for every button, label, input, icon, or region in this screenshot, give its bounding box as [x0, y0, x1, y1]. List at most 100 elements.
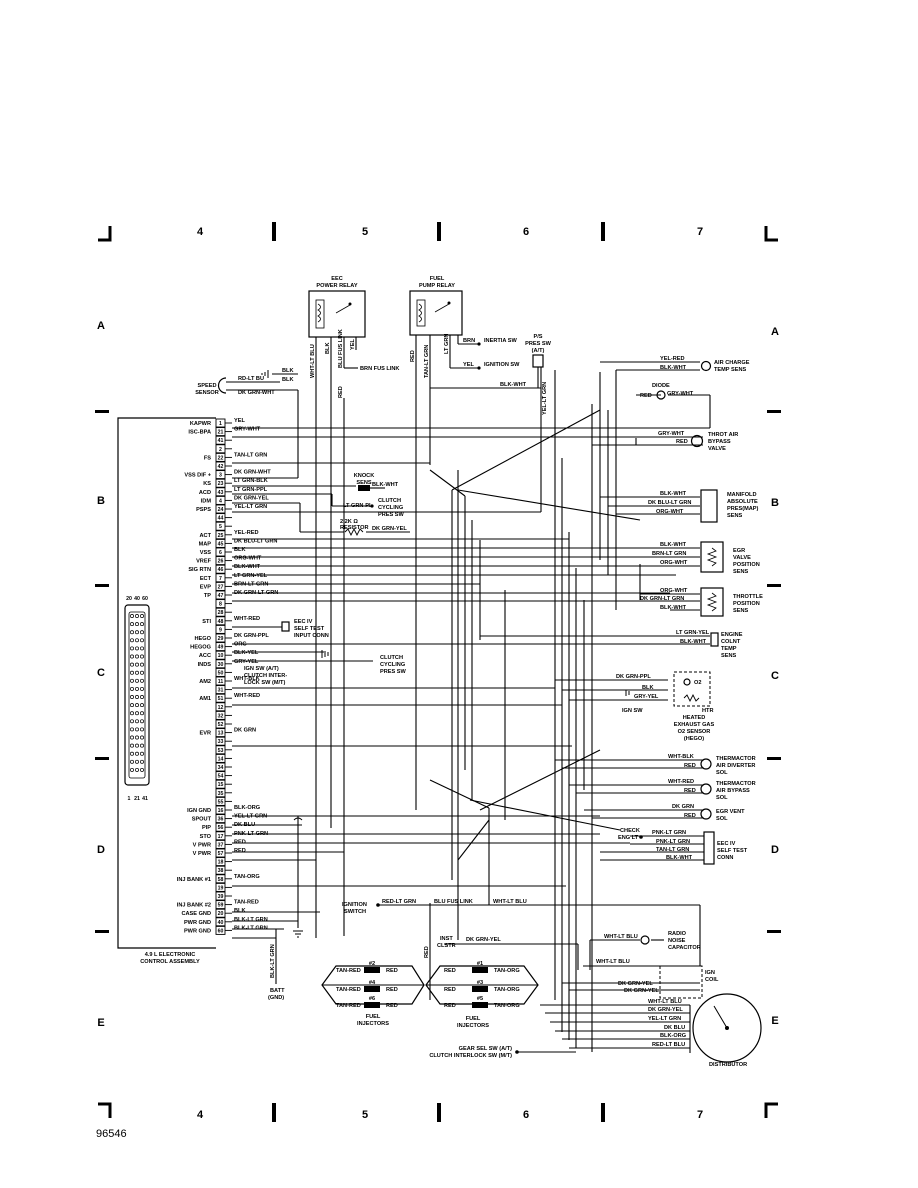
svg-text:P/S: P/S: [533, 334, 542, 340]
injector-label: #3: [477, 980, 483, 986]
svg-text:RED-LT BLU: RED-LT BLU: [652, 1042, 685, 1048]
ecu-terminal-name: ISC-BPA: [188, 430, 211, 436]
svg-text:2.2K Ω: 2.2K Ω: [340, 519, 358, 525]
col-label: 5: [362, 1109, 368, 1121]
svg-text:CYCLING: CYCLING: [380, 662, 405, 668]
ecu-terminal-number: 27: [218, 584, 224, 590]
svg-text:SENSOR: SENSOR: [195, 390, 219, 396]
ecu-terminal-number: 35: [218, 791, 224, 797]
svg-text:CONN: CONN: [717, 855, 733, 861]
svg-text:ENGINE: ENGINE: [721, 632, 743, 638]
fuel-relay-label: FUEL: [430, 276, 445, 282]
connector-pin-icon: [130, 622, 134, 627]
ecu-terminal-name: ECT: [200, 576, 212, 582]
ecu-terminal-name: TP: [204, 593, 211, 599]
ecu-terminal-number: 15: [218, 782, 224, 788]
svg-text:FUEL: FUEL: [466, 1016, 481, 1022]
connector-pin-icon: [135, 686, 139, 691]
svg-text:CLUTCH: CLUTCH: [378, 498, 401, 504]
connector-pin-icon: [130, 703, 134, 708]
svg-text:WHT-RED: WHT-RED: [668, 779, 694, 785]
ecu-terminal-wire: BLK-LT GRN: [234, 917, 268, 923]
ecu-terminal-number: 14: [218, 756, 224, 762]
wire-label: LT GRN: [444, 334, 450, 354]
connector-pin-icon: [135, 727, 139, 732]
ecu-terminal-number: 26: [218, 559, 224, 565]
svg-text:BLK-LT GRN: BLK-LT GRN: [270, 944, 276, 978]
ecu-terminal-number: 6: [219, 550, 222, 556]
row-label: B: [771, 497, 779, 509]
ecu-terminal-name: PIP: [202, 825, 211, 831]
svg-text:(HEGO): (HEGO): [684, 736, 704, 742]
svg-text:DK GRN-YEL: DK GRN-YEL: [648, 1007, 683, 1013]
connector-pin-icon: [130, 638, 134, 643]
connector-pin-icon: [130, 654, 134, 659]
ecu-terminal-wire: DK GRN: [234, 728, 256, 734]
ecu-terminal-wire: TAN-LT GRN: [234, 452, 267, 458]
svg-text:CLSTR: CLSTR: [437, 943, 456, 949]
svg-text:YEL-LT GRN: YEL-LT GRN: [648, 1016, 681, 1022]
svg-text:EGR: EGR: [733, 548, 745, 554]
ecu-terminal-wire: LT GRN-PPL: [234, 487, 268, 493]
injector-label: RED: [444, 968, 456, 974]
svg-text:PNK-LT GRN: PNK-LT GRN: [656, 839, 690, 845]
svg-text:BYPASS: BYPASS: [708, 439, 731, 445]
svg-text:LOCK SW (M/T): LOCK SW (M/T): [244, 680, 285, 686]
connector-pin-icon: [135, 767, 139, 772]
connector-pin-icon: [135, 719, 139, 724]
ecu-terminal-wire: WHT-BLK: [234, 676, 260, 682]
svg-text:TEMP: TEMP: [721, 646, 737, 652]
connector-pin-icon: [135, 654, 139, 659]
svg-text:GRY-YEL: GRY-YEL: [634, 694, 659, 700]
svg-text:SENS: SENS: [356, 480, 372, 486]
svg-text:BLK-WHT: BLK-WHT: [666, 855, 693, 861]
svg-text:RED: RED: [684, 763, 696, 769]
injector-label: RED: [444, 1003, 456, 1009]
wire-label: RED: [338, 386, 344, 398]
connector-pin-icon: [135, 662, 139, 667]
injector-label: RED: [444, 987, 456, 993]
ecu-terminal-name: INJ BANK #1: [177, 877, 211, 883]
ecu-terminal-number: 47: [218, 593, 224, 599]
ecu-terminal-number: 54: [218, 774, 224, 780]
connector-pin-icon: [140, 654, 144, 659]
ecu-terminal-name: AM2: [199, 679, 211, 685]
ecu-terminal-name: IDM: [201, 498, 212, 504]
clutch-cycling-switch: CLUTCH CYCLING PRES SW IGN SW (A/T) CLUT…: [232, 650, 407, 686]
connector-pin-icon: [140, 727, 144, 732]
svg-text:BATT: BATT: [270, 988, 285, 994]
svg-text:DK GRN-YEL: DK GRN-YEL: [618, 981, 653, 987]
connector-pin-icon: [140, 703, 144, 708]
ecu-terminal-number: 9: [219, 627, 222, 633]
connector-pin-icon: [135, 751, 139, 756]
svg-text:CLUTCH INTER-: CLUTCH INTER-: [244, 673, 287, 679]
eec-relay-label: EEC: [331, 276, 343, 282]
svg-text:TAN-LT GRN: TAN-LT GRN: [656, 847, 689, 853]
svg-text:BLK: BLK: [282, 377, 294, 383]
ecu-terminal-wire: DK GRN-YEL: [234, 495, 269, 501]
connector-pin-icon: [130, 767, 134, 772]
svg-text:TEMP SENS: TEMP SENS: [714, 367, 746, 373]
ecu-terminal-wire: BLK: [234, 908, 246, 914]
connector-pin-icon: [130, 670, 134, 675]
ecu-terminal-name: MAP: [199, 541, 212, 547]
ecu-terminal-wire: YEL-LT GRN: [234, 504, 267, 510]
svg-text:PRES(MAP): PRES(MAP): [727, 506, 759, 512]
thermactor-air-bypass-sol: WHT-RED RED THERMACTOR AIR BYPASS SOL: [668, 779, 756, 801]
ecu-terminal-number: 13: [218, 731, 224, 737]
ecu-terminal-number: 55: [218, 799, 224, 805]
ecu-terminal-wire: WHT-RED: [234, 693, 260, 699]
svg-text:CYCLING: CYCLING: [378, 505, 403, 511]
svg-text:AIR BYPASS: AIR BYPASS: [716, 788, 750, 794]
svg-text:NOISE: NOISE: [668, 938, 686, 944]
connector-pin-icon: [140, 711, 144, 716]
ecu-terminal-number: 52: [218, 722, 224, 728]
ecu-terminal-number: 50: [218, 670, 224, 676]
row-label: A: [97, 320, 105, 332]
svg-text:GEAR SEL SW (A/T): GEAR SEL SW (A/T): [459, 1046, 512, 1052]
injector-icon: [364, 1002, 380, 1008]
drawing-reference: 96546: [96, 1128, 127, 1140]
svg-text:RED: RED: [640, 393, 652, 399]
wire-label: IGNITION SW: [484, 362, 520, 368]
svg-text:CHECK: CHECK: [620, 828, 640, 834]
